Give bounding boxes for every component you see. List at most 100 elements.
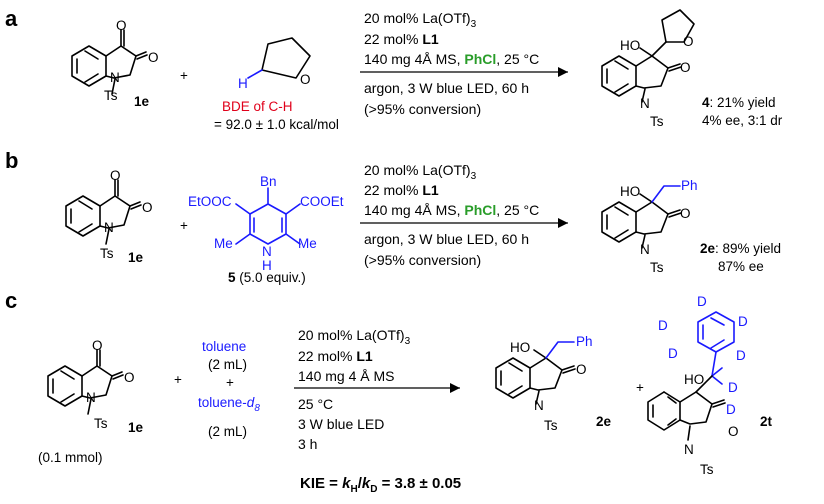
plus-sign-c-solvent: + <box>226 375 234 390</box>
substrate-label-c: 1e <box>128 420 144 435</box>
condition-ligand-a: 22 mol% L1 <box>364 31 439 47</box>
product-2e-structure-b <box>601 185 682 249</box>
atom-o: O <box>728 424 739 439</box>
toluene-label: toluene <box>202 339 246 354</box>
atom-ts: Ts <box>544 418 558 433</box>
atom-n: N <box>86 390 96 405</box>
atom-o: O <box>124 370 135 385</box>
plus-sign-c-products: + <box>636 380 644 395</box>
hantzsch-ester-structure <box>235 187 301 245</box>
isatin-1e-structure-a <box>71 29 148 95</box>
product-2e-yield: 2e: 89% yield <box>700 241 781 256</box>
condition-light-c: 3 W blue LED <box>298 416 384 432</box>
condition-ms-c: 140 mg 4 Å MS <box>298 368 395 384</box>
atom-o: O <box>680 60 691 75</box>
substrate-label-b: 1e <box>128 250 144 265</box>
atom-me: Me <box>214 236 233 251</box>
product-4-yield: 4: 21% yield <box>702 95 776 110</box>
atom-n: N <box>534 398 544 413</box>
atom-n: N <box>104 220 114 235</box>
atom-ts: Ts <box>650 114 664 129</box>
product-4-ee: 4% ee, 3:1 dr <box>702 113 783 128</box>
substrate-label-a: 1e <box>134 94 150 109</box>
atom-n: N <box>640 96 650 111</box>
condition-ms-a: 140 mg 4Å MS, PhCl, 25 °C <box>364 51 539 67</box>
condition-catalyst-b: 20 mol% La(OTf)3 <box>364 162 477 182</box>
atom-o: O <box>683 34 694 49</box>
atom-o: O <box>92 338 103 353</box>
atom-ts: Ts <box>104 88 118 103</box>
atom-h: H <box>262 258 272 273</box>
atom-ho: HO <box>684 372 704 387</box>
atom-ts: Ts <box>94 416 108 431</box>
ester-right: COOEt <box>300 194 344 209</box>
isatin-1e-structure-b <box>65 179 142 245</box>
condition-ligand-c: 22 mol% L1 <box>298 348 373 364</box>
atom-ph: Ph <box>681 178 698 193</box>
atom-n: N <box>684 442 694 457</box>
condition-ms-b: 140 mg 4Å MS, PhCl, 25 °C <box>364 202 539 218</box>
atom-n: N <box>110 70 120 85</box>
condition-catalyst-a: 20 mol% La(OTf)3 <box>364 10 477 30</box>
panel-c-label: c <box>5 288 17 313</box>
product-2e-structure-c <box>495 341 576 405</box>
product-2e-label-c: 2e <box>596 414 612 429</box>
atom-ts: Ts <box>650 260 664 275</box>
plus-sign-b: + <box>180 218 188 233</box>
product-4-structure <box>601 9 695 103</box>
atom-ho: HO <box>620 184 640 199</box>
atom-d: D <box>658 318 668 333</box>
panel-a-label: a <box>5 6 18 31</box>
atom-me: Me <box>298 236 317 251</box>
isatin-1e-structure-c <box>47 349 124 415</box>
product-2t-structure <box>647 311 735 441</box>
atom-d: D <box>697 294 707 309</box>
atom-o: O <box>576 362 587 377</box>
condition-catalyst-c: 20 mol% La(OTf)3 <box>298 327 411 347</box>
atom-ho: HO <box>620 38 640 53</box>
bde-value: = 92.0 ± 1.0 kcal/mol <box>214 117 339 132</box>
atom-n: N <box>640 242 650 257</box>
bde-label: BDE of C-H <box>222 99 293 114</box>
atom-ts: Ts <box>100 246 114 261</box>
toluene-d8-volume: (2 mL) <box>208 424 247 439</box>
atom-bn: Bn <box>260 174 277 189</box>
substrate-amount: (0.1 mmol) <box>38 450 103 465</box>
kie-value: KIE = kH/kD = 3.8 ± 0.05 <box>300 475 461 495</box>
atom-o: O <box>142 200 153 215</box>
panel-b-label: b <box>5 148 18 173</box>
condition-conversion-b: (>95% conversion) <box>364 252 481 268</box>
atom-o: O <box>116 18 127 33</box>
plus-sign-c: + <box>174 372 182 387</box>
arrowhead-a <box>558 67 568 77</box>
condition-light-b: argon, 3 W blue LED, 60 h <box>364 231 529 247</box>
toluene-d8-label: toluene-d8 <box>198 395 260 414</box>
atom-o: O <box>148 50 159 65</box>
atom-n: N <box>262 244 272 259</box>
atom-h-blue: H <box>238 76 248 91</box>
product-2t-label: 2t <box>760 414 773 429</box>
atom-d: D <box>668 346 678 361</box>
atom-o: O <box>300 72 311 87</box>
condition-ligand-b: 22 mol% L1 <box>364 182 439 198</box>
atom-d: D <box>736 348 746 363</box>
condition-conversion-a: (>95% conversion) <box>364 101 481 117</box>
atom-o: O <box>110 168 121 183</box>
condition-temp-c: 25 °C <box>298 396 333 412</box>
atom-d: D <box>728 380 738 395</box>
atom-d: D <box>726 402 736 417</box>
condition-time-c: 3 h <box>298 436 317 452</box>
atom-d: D <box>738 314 748 329</box>
atom-ho: HO <box>510 340 530 355</box>
atom-ts: Ts <box>700 462 714 477</box>
plus-sign-a: + <box>180 68 188 83</box>
product-2e-ee: 87% ee <box>718 259 764 274</box>
hantzsch-label: 5 (5.0 equiv.) <box>228 270 306 285</box>
atom-ph: Ph <box>576 334 593 349</box>
thf-structure <box>247 37 311 79</box>
atom-o: O <box>680 206 691 221</box>
condition-light-a: argon, 3 W blue LED, 60 h <box>364 80 529 96</box>
ester-left: EtOOC <box>188 194 232 209</box>
toluene-volume: (2 mL) <box>208 357 247 372</box>
